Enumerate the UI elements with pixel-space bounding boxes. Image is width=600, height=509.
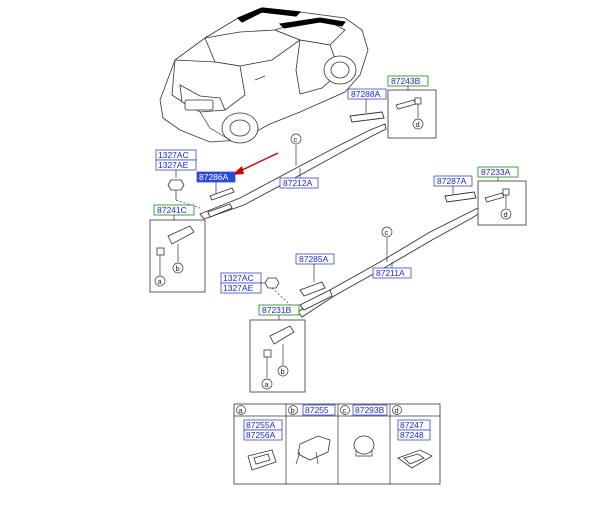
legend-label-87248: 87248 xyxy=(400,430,424,440)
callout-b-87241C: b xyxy=(176,264,180,273)
end-cap-87287A xyxy=(444,191,477,203)
cover-piece-icon xyxy=(167,225,195,245)
cover-87233A-icon xyxy=(484,192,505,203)
nut-upper-group: 1327AC 1327AE xyxy=(155,149,201,209)
label-87241C: 87241C xyxy=(157,205,187,215)
callout-b-87231B: b xyxy=(281,367,285,376)
nut-lower-icon xyxy=(264,277,280,289)
label-87233A: 87233A xyxy=(481,167,511,177)
label-1327AE-upper: 1327AE xyxy=(158,160,189,170)
label-1327AE-lower: 1327AE xyxy=(223,283,254,293)
legend-label-87255: 87255 xyxy=(305,405,329,415)
callout-d-87233A: d xyxy=(504,210,508,219)
roof-rail-upper: c 87212A 87286A xyxy=(196,111,387,220)
legend-callout-d: d xyxy=(395,406,399,415)
pointer-arrow-icon xyxy=(232,152,279,175)
nut-upper-icon xyxy=(167,179,185,191)
callout-a-87231B: a xyxy=(265,380,270,389)
label-group-87288A: 87288A xyxy=(347,88,387,113)
label-87211A: 87211A xyxy=(376,268,405,278)
legend-label-87255A: 87255A xyxy=(246,420,276,430)
box-87243B: 87243B d xyxy=(387,75,437,139)
label-1327AC-lower: 1327AC xyxy=(223,273,254,283)
clip-icon-a xyxy=(156,247,165,256)
legend-label-87256A: 87256A xyxy=(246,430,276,440)
label-87212A: 87212A xyxy=(283,178,313,188)
label-87285A: 87285A xyxy=(299,254,329,264)
vehicle-illustration xyxy=(159,7,369,144)
legend-callout-b: b xyxy=(291,406,295,415)
cap-c-icon xyxy=(353,435,375,455)
callout-a-87241C: a xyxy=(158,277,163,286)
box-87241C: 87241C a b xyxy=(149,204,206,293)
box-87233A: 87233A d xyxy=(477,166,527,226)
clip-87233A-icon xyxy=(502,188,510,196)
legend-label-87247: 87247 xyxy=(400,420,424,430)
box-87231B: 87231B a b xyxy=(249,304,306,393)
clip-87243B-icon xyxy=(414,97,422,105)
label-87243B: 87243B xyxy=(391,76,421,86)
cover-87231B-icon xyxy=(269,325,295,345)
legend-table: a 87255A 87256A b 87255 c 87293B d 87247… xyxy=(233,403,441,485)
label-1327AC-upper: 1327AC xyxy=(158,150,189,160)
label-87288A: 87288A xyxy=(351,89,381,99)
clip-87231B-icon xyxy=(263,349,272,358)
label-87287A: 87287A xyxy=(437,176,467,186)
legend-label-87293B: 87293B xyxy=(355,405,385,415)
label-group-87287A: 87287A xyxy=(433,175,473,194)
legend-callout-a: a xyxy=(239,406,244,415)
label-87286A-highlighted: 87286A xyxy=(199,172,229,182)
nut-lower-group: 1327AC 1327AE xyxy=(220,272,297,311)
callout-c-upper: c xyxy=(294,135,298,144)
clip-b-icon xyxy=(297,435,331,461)
callout-c-lower: c xyxy=(385,228,389,237)
callout-d-87243B: d xyxy=(416,120,420,129)
end-cap-87288A xyxy=(349,111,385,123)
label-group-87285A: 87285A xyxy=(295,253,335,282)
end-cap-87285A xyxy=(299,281,326,297)
label-87231B: 87231B xyxy=(262,305,292,315)
legend-callout-c: c xyxy=(343,406,347,415)
